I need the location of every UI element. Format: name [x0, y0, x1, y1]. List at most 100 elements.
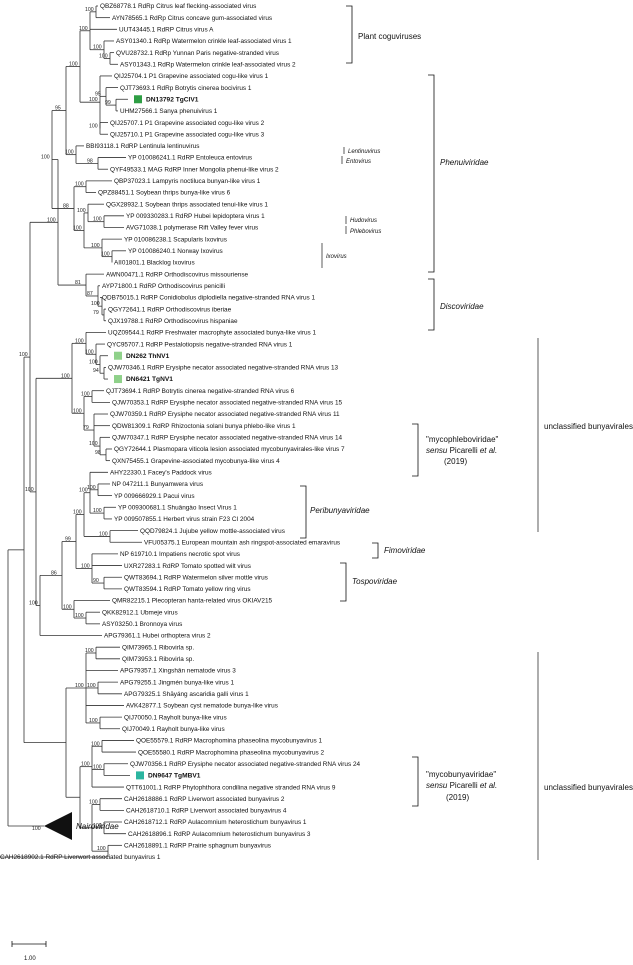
bootstrap-value: 100	[87, 683, 96, 689]
leaf-label: DN6421 TgNV1	[126, 376, 173, 383]
clade-annotations: Plant coguviruses Phenuiviridae Lentinuv…	[300, 5, 633, 860]
leaf-label: QIJ70049.1 Rayholt bunya-like virus	[122, 726, 225, 733]
clade-lentinuvirus: Lentinuvirus	[348, 149, 380, 155]
bootstrap-value: 100	[93, 45, 102, 51]
clade-plant-coguviruses: Plant coguviruses	[358, 32, 421, 41]
leaf-label: UHM27566.1 Sanya phenuivirus 1	[120, 108, 218, 115]
bootstrap-value: 100	[85, 349, 94, 355]
clade-unclassified-bunyavirales-1: unclassified bunyavirales	[544, 422, 633, 431]
leaf-label: QYF49533.1 MAG RdRP Inner Mongolia phenu…	[110, 166, 279, 173]
highlight-square-icon	[114, 351, 122, 360]
clade-discoviridae: Discoviridae	[440, 302, 484, 311]
leaf-label: QQD79824.1 Jujube yellow mottle-associat…	[140, 528, 285, 535]
leaf-label: NP 047211.1 Bunyamwera virus	[112, 481, 203, 488]
leaf-label: QGY72641.1 RdRP Orthodiscovirus iberiae	[108, 306, 232, 313]
leaf-label: QGX28932.1 Soybean thrips associated ten…	[106, 201, 268, 208]
clade-mycobunyaviridae-year: (2019)	[446, 793, 469, 802]
leaf-label: QOE55580.1 RdRP Macrophomina phaseolina …	[138, 749, 324, 756]
leaf-label: ASY01343.1 RdRp Watermelon crinkle leaf-…	[120, 61, 296, 68]
bootstrap-value: 100	[87, 485, 96, 491]
leaf-label: QJT73693.1 RdRp Botrytis cinerea bocivir…	[120, 85, 252, 92]
leaf-label: UQZ09544.1 RdRP Freshwater macrophyte as…	[108, 330, 316, 337]
leaf-label: CAH2618891.1 RdRP Prairie sphagnum bunya…	[124, 843, 271, 850]
bootstrap-value: 100	[63, 604, 72, 610]
leaf-label: QJW70346.1 RdRP Erysiphe necator associa…	[108, 365, 339, 372]
leaf-label: QWT83594.1 RdRP Tomato yellow ring virus	[124, 586, 251, 593]
bootstrap-value: 100	[79, 26, 88, 32]
bootstrap-value: 100	[77, 208, 86, 214]
leaf-label: QJT73694.1 RdRP Botrytis cinerea negativ…	[106, 388, 295, 395]
bootstrap-value: 100	[91, 243, 100, 249]
bootstrap-value: 94	[93, 368, 99, 374]
bootstrap-value: 100	[75, 683, 84, 689]
leaf-label: QWT83694.1 RdRP Watermelon silver mottle…	[124, 574, 268, 581]
clade-unclassified-bunyavirales-2: unclassified bunyavirales	[544, 783, 633, 792]
bootstrap-value: 100	[99, 53, 108, 59]
leaf-label: CAH2618896.1 RdRP Aulacomnium heterostic…	[128, 831, 311, 838]
leaf-label: QGY72644.1 Plasmopara viticola lesion as…	[114, 446, 345, 453]
leaf-label: QMR82215.1 Plecopteran hanta-related vir…	[112, 598, 273, 605]
leaf-label: YP 009330283.1 RdRP Hubei lepidoptera vi…	[126, 213, 265, 220]
bootstrap-value: 100	[61, 373, 70, 379]
leaf-label: AII01801.1 Blacklog Ixovirus	[114, 260, 195, 267]
leaf-label: CAH2618886.1 RdRP Liverwort associated b…	[124, 796, 285, 803]
leaf-label: AVK42877.1 Soybean cyst nematode bunya-l…	[126, 703, 278, 710]
leaf-label: YP 010086241.1 RdRP Entoleuca entovirus	[128, 155, 252, 162]
bootstrap-value: 79	[83, 425, 89, 431]
leaf-label: DN13792 TgCIV1	[146, 96, 199, 103]
leaf-label: UXR27283.1 RdRP Tomato spotted wilt viru…	[124, 563, 251, 570]
bootstrap-value: 100	[75, 182, 84, 188]
leaf-label: YP 010086240.1 Norway Ixovirus	[128, 248, 223, 255]
bootstrap-value: 100	[89, 800, 98, 806]
leaf-label: ASY01340.1 RdRp Watermelon crinkle leaf-…	[116, 38, 292, 45]
clade-entovirus: Entovirus	[346, 159, 371, 165]
leaf-label: ASY03250.1 Bronnoya virus	[102, 621, 182, 628]
bootstrap-value: 100	[93, 765, 102, 771]
leaf-label: BBI93118.1 RdRP Lentinula lentinuvirus	[86, 143, 199, 150]
bootstrap-value: 100	[29, 600, 38, 606]
bootstrap-value: 100	[93, 217, 102, 223]
bootstrap-value: 90	[93, 578, 99, 584]
leaf-label: YP 010086238.1 Scapularis Ixovirus	[124, 236, 227, 243]
bootstrap-value: 100	[101, 252, 110, 258]
leaf-label: QIJ70050.1 Rayholt bunya-like virus	[124, 714, 227, 721]
leaf-label: QDB75015.1 RdRP Conidiobolus diplodiella…	[102, 295, 315, 302]
bootstrap-value: 98	[87, 158, 93, 164]
bootstrap-value: 100	[81, 563, 90, 569]
leaf-label: QJW70359.1 RdRP Erysiphe necator associa…	[110, 411, 340, 418]
leaf-label: QIM73965.1 Ribovirla sp.	[122, 644, 194, 651]
leaf-label: AHY22330.1 Facey's Paddock virus	[110, 470, 212, 477]
bootstrap-value: 100	[81, 392, 90, 398]
leaf-label: QVU28732.1 RdRp Yunnan Paris negative-st…	[116, 50, 279, 57]
clade-phlebovirus: Phlebovirus	[350, 229, 381, 235]
leaf-label: CAH2618902.1 RdRP Liverwort associated b…	[0, 854, 161, 861]
leaf-label: QPZ88451.1 Soybean thrips bunya-like vir…	[98, 190, 231, 197]
bootstrap-value: 100	[89, 97, 98, 103]
bootstrap-value: 100	[91, 741, 100, 747]
clade-peribunyaviridae: Peribunyaviridae	[310, 506, 370, 515]
highlight-square-icon	[114, 375, 122, 384]
clade-hudovirus: Hudovirus	[350, 218, 377, 224]
bootstrap-value: 100	[75, 613, 84, 619]
leaf-label: YP 009666929.1 Pacui virus	[114, 493, 195, 500]
bootstrap-value: 100	[89, 359, 98, 365]
leaf-label: AYP71800.1 RdRP Orthodiscovirus penicill…	[102, 283, 225, 290]
leaf-label: AWN00471.1 RdRP Orthodiscovirus missouri…	[106, 271, 249, 278]
bootstrap-value: 88	[63, 204, 69, 210]
outgroup-support: 100	[32, 826, 41, 832]
leaf-label: CAH2618712.1 RdRP Aulacomnium heterostic…	[124, 819, 307, 826]
clade-fimoviridae: Fimoviridae	[384, 546, 426, 555]
leaf-label: QIJ25710.1 P1 Grapevine associated cogu-…	[110, 131, 265, 138]
bootstrap-value: 99	[105, 100, 111, 106]
bootstrap-value: 87	[87, 291, 93, 297]
leaf-label: QTT61001.1 RdRP Phytophthora condilina n…	[126, 784, 336, 791]
bootstrap-value: 86	[51, 570, 57, 576]
leaf-label: DN262 ThNV1	[126, 353, 170, 360]
leaf-label: QIM73953.1 Ribovirla sp.	[122, 656, 194, 663]
leaf-label: QDW81309.1 RdRP Rhizoctonia solani bunya…	[112, 423, 296, 430]
leaf-label: VFU05375.1 European mountain ash ringspo…	[144, 539, 340, 546]
bootstrap-value: 100	[65, 150, 74, 156]
bootstrap-value: 100	[93, 508, 102, 514]
clade-phenuiviridae: Phenuiviridae	[440, 158, 489, 167]
